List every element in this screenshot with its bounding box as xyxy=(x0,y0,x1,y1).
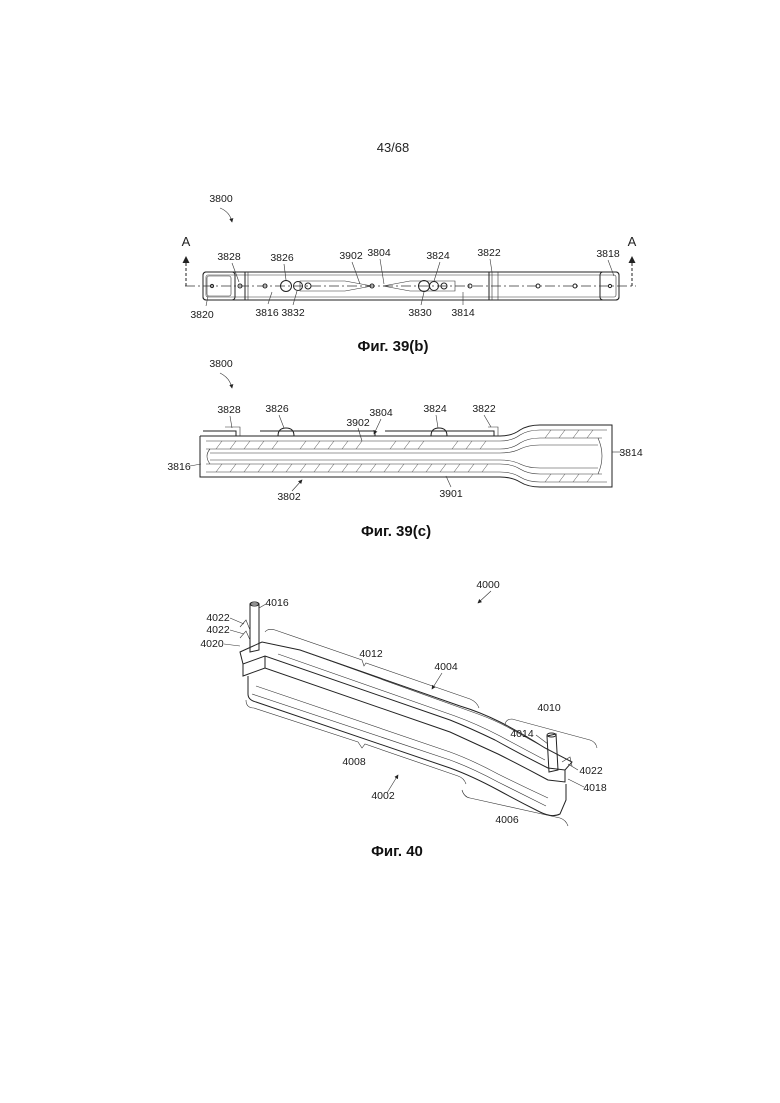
label-4008: 4008 xyxy=(342,756,366,768)
label-3830: 3830 xyxy=(408,307,432,319)
label-3902: 3902 xyxy=(339,250,363,262)
label-4022-a: 4022 xyxy=(206,612,230,624)
label-3824-c: 3824 xyxy=(423,403,447,415)
label-3828: 3828 xyxy=(217,251,241,263)
label-4000: 4000 xyxy=(476,579,500,591)
label-3800: 3800 xyxy=(209,193,233,205)
label-4018: 4018 xyxy=(583,782,607,794)
label-4006: 4006 xyxy=(495,814,519,826)
caption-fig-39c: Фиг. 39(c) xyxy=(361,523,431,540)
label-4016: 4016 xyxy=(265,597,289,609)
label-3901-c: 3901 xyxy=(439,488,463,500)
section-marker-right: A xyxy=(628,234,637,249)
page-number: 43/68 xyxy=(377,140,410,155)
label-3822-c: 3822 xyxy=(472,403,496,415)
label-4004: 4004 xyxy=(434,661,458,673)
label-4012: 4012 xyxy=(359,648,383,660)
label-4014: 4014 xyxy=(510,728,534,740)
label-4020: 4020 xyxy=(200,638,224,650)
label-3804: 3804 xyxy=(367,247,391,259)
label-4002: 4002 xyxy=(371,790,395,802)
label-3818: 3818 xyxy=(596,248,620,260)
label-3828-c: 3828 xyxy=(217,404,241,416)
label-4010: 4010 xyxy=(537,702,561,714)
label-3802-c: 3802 xyxy=(277,491,301,503)
label-3800-c: 3800 xyxy=(209,358,233,370)
label-3902-c: 3902 xyxy=(346,417,370,429)
label-3816-c: 3816 xyxy=(167,461,191,473)
label-3820: 3820 xyxy=(190,309,214,321)
section-marker-left: A xyxy=(182,234,191,249)
label-3814-c: 3814 xyxy=(619,447,643,459)
fig-39c-drawing xyxy=(190,373,622,491)
label-3814: 3814 xyxy=(451,307,475,319)
label-3832: 3832 xyxy=(281,307,305,319)
label-3822: 3822 xyxy=(477,247,501,259)
label-3816: 3816 xyxy=(255,307,279,319)
label-4022-c: 4022 xyxy=(579,765,603,777)
label-4022-b: 4022 xyxy=(206,624,230,636)
fig-39b-drawing xyxy=(185,208,636,306)
caption-fig-39b: Фиг. 39(b) xyxy=(358,338,429,355)
caption-fig-40: Фиг. 40 xyxy=(371,843,423,860)
label-3804-c: 3804 xyxy=(369,407,393,419)
label-3826-c: 3826 xyxy=(265,403,289,415)
label-3826: 3826 xyxy=(270,252,294,264)
label-3824: 3824 xyxy=(426,250,450,262)
